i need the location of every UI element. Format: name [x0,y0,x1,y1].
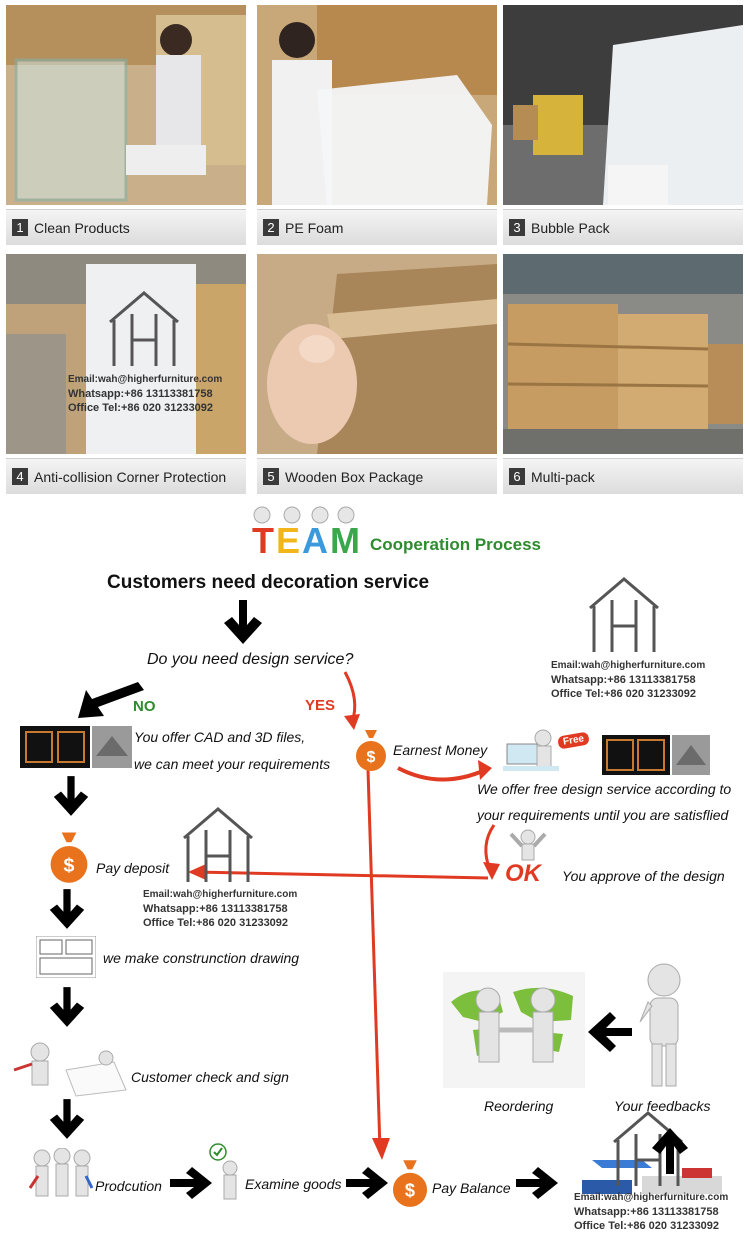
contact-office: Office Tel:+86 020 31233092 [68,402,214,414]
step-number: 3 [509,219,525,236]
design-drawings-image [602,735,710,775]
contact-office: Office Tel:+86 020 31233092 [143,917,289,929]
contact-email: Email:wah@higherfurniture.com [143,889,298,900]
ok-label: OK [505,860,541,887]
wooden-box-image [257,254,497,454]
step-label: PE Foam [285,219,344,236]
money-bag-icon: $ [50,832,88,883]
cad-files-image [20,726,132,768]
team-figures-icon [253,506,355,524]
construction-drawing-text: we make construnction drawing [103,950,300,966]
svg-text:$: $ [367,749,376,766]
contact-watermark: Email:wah@higherfurniture.com Whatsapp:+… [551,659,705,701]
step-number: 5 [263,468,279,485]
production-team-icon [28,1148,94,1197]
bubble-pack-image [503,5,743,205]
production-text: Prodcution [95,1178,162,1194]
step-photo-pe-foam: 2 PE Foam [257,5,497,245]
step-caption: 4 Anti-collision Corner Protection [6,458,246,494]
arrow-down-icon [224,600,262,644]
money-bag-icon: $ [392,1160,428,1207]
step-number: 1 [12,219,28,236]
step-label: Wooden Box Package [285,468,424,485]
construction-drawing-image [36,936,96,978]
svg-text:$: $ [405,1181,415,1201]
contact-email: Email:wah@higherfurniture.com [551,660,706,671]
step-caption: 5 Wooden Box Package [257,458,497,494]
customer-check-text: Customer check and sign [131,1069,289,1085]
step-caption: 2 PE Foam [257,209,497,245]
step-photo-bubble-pack: 3 Bubble Pack [503,5,743,245]
step-label: Bubble Pack [531,219,610,236]
step-photo-multi-pack: 6 Multi-pack [503,254,743,494]
feedbacks-text: Your feedbacks [614,1098,711,1114]
team-logo-text: TEAM [252,520,363,561]
step-label: Clean Products [34,219,130,236]
step-number: 2 [263,219,279,236]
pay-balance-text: Pay Balance [432,1180,511,1196]
examine-figure-icon [209,1143,238,1200]
examine-goods-text: Examine goods [245,1176,342,1192]
arrow-down-icon [49,987,85,1027]
arrow-down-icon [49,1099,85,1139]
arrow-down-icon [53,776,89,816]
arrow-right-icon [516,1167,558,1199]
team-title: Cooperation Process [370,535,541,554]
step-label: Multi-pack [531,468,595,485]
approve-text: You approve of the design [562,868,725,884]
pay-deposit-text: Pay deposit [96,860,170,876]
svg-text:$: $ [64,855,75,877]
yes-label: YES [305,697,336,714]
contact-watermark: Email:wah@higherfurniture.com Whatsapp:+… [574,1191,728,1233]
step-number: 6 [509,468,525,485]
arrow-left-icon [588,1012,632,1052]
feedback-figure-icon [639,963,681,1087]
step-number: 4 [12,468,28,485]
cad-line2: we can meet your requirements [134,756,331,772]
contact-email: Email:wah@higherfurniture.com [574,1192,729,1203]
house-logo-icon [589,577,659,652]
contact-whatsapp: Whatsapp:+86 13113381758 [574,1206,719,1218]
contact-whatsapp: Whatsapp:+86 13113381758 [68,388,213,400]
reordering-text: Reordering [484,1098,554,1114]
multi-pack-image [503,254,743,454]
arrow-down-left-icon [78,682,144,718]
clean-products-image [6,5,246,205]
designer-desk-icon [503,729,559,771]
pe-foam-image [257,5,497,205]
step-label: Anti-collision Corner Protection [34,468,227,485]
step-caption: 6 Multi-pack [503,458,743,494]
free-design-line2: your requirements until you are satisfli… [477,807,729,823]
money-bag-icon: $ [356,730,386,771]
team-logo: TEAM [246,505,366,566]
arrow-up-icon [652,1128,688,1174]
reordering-image [443,972,585,1088]
arrow-right-icon [170,1167,212,1199]
no-label: NO [133,698,156,715]
earnest-money-text: Earnest Money [393,742,488,758]
house-logo-icon [183,807,253,882]
ok-figure-icon [509,829,547,861]
flow-start-text: Customers need decoration service [107,572,430,593]
cad-line1: You offer CAD and 3D files, [134,729,306,745]
arrow-down-icon [49,889,85,929]
shipping-image [582,1160,722,1194]
contact-whatsapp: Whatsapp:+86 13113381758 [551,674,696,686]
step-caption: 3 Bubble Pack [503,209,743,245]
question-text: Do you need design service? [147,651,354,668]
contact-email: Email:wah@higherfurniture.com [68,374,223,385]
step-photo-clean-products: 1 Clean Products [6,5,246,245]
step-caption: 1 Clean Products [6,209,246,245]
house-logo-icon [109,291,179,366]
contact-watermark: Email:wah@higherfurniture.com Whatsapp:+… [68,373,222,415]
free-design-line1: We offer free design service according t… [477,781,732,797]
contact-office: Office Tel:+86 020 31233092 [551,688,697,700]
contact-watermark: Email:wah@higherfurniture.com Whatsapp:+… [143,888,297,930]
arrow-right-icon [346,1167,388,1199]
step-photo-wooden-box: 5 Wooden Box Package [257,254,497,494]
contact-whatsapp: Whatsapp:+86 13113381758 [143,903,288,915]
contact-office: Office Tel:+86 020 31233092 [574,1220,720,1232]
check-sign-icon [13,1042,127,1097]
